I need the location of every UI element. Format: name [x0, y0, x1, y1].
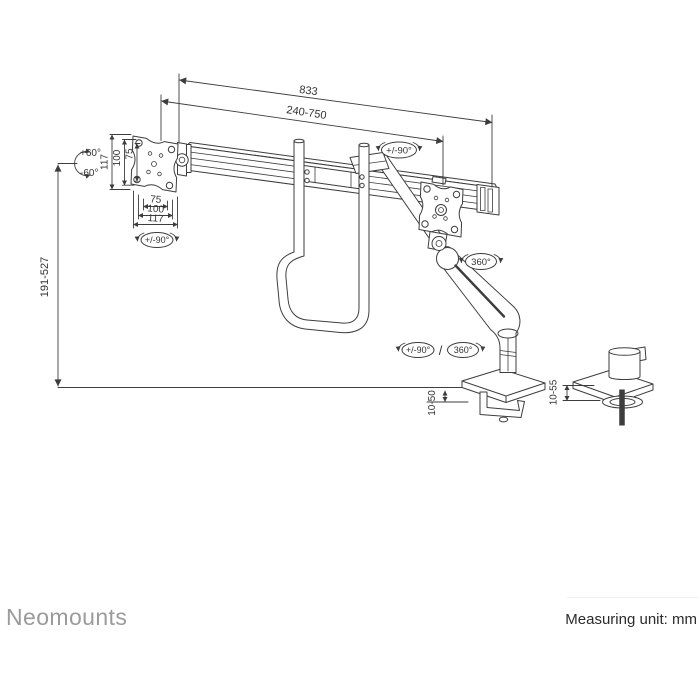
dim-clamp-thickness: 10-50: [427, 390, 438, 416]
dim-vesa-v-75: 75: [125, 148, 136, 160]
vesa-rotation-ellipse: [140, 232, 174, 248]
label-crossbar-swivel: +/-90°: [386, 146, 412, 157]
dim-vesa-v-117: 117: [100, 154, 111, 170]
tilt-arc: [74, 148, 91, 179]
right-vesa-plate: [418, 176, 464, 252]
plate-ball-joint: [431, 236, 447, 251]
base-rotation-ellipse: [447, 342, 479, 358]
dim-vesa-v-100: 100: [112, 149, 123, 166]
measuring-unit-label: Measuring unit: mm: [565, 611, 697, 628]
dimension-lines: [54, 73, 601, 403]
left-vesa-plate: [130, 135, 179, 193]
grommet-mount: [572, 346, 654, 426]
crossbar-swivel-ellipse: [381, 141, 417, 159]
left-plate-hinge: [175, 142, 189, 177]
dim-vesa-h-75: 75: [150, 194, 162, 206]
label-base-rotation: 360°: [454, 345, 473, 355]
brand-logo: Neomounts: [6, 604, 128, 630]
label-vesa-rotation: +/-90°: [145, 235, 170, 245]
rotation-labels: [134, 141, 504, 358]
dim-height-range: 191-527: [39, 257, 51, 297]
dim-total-width: 833: [298, 84, 318, 98]
base-swivel-ellipse: [401, 342, 435, 358]
label-tilt-down: -60°: [80, 168, 98, 179]
gas-spring-arm: [431, 236, 521, 373]
label-separator: /: [439, 343, 443, 358]
dim-extension-range: 240-750: [286, 104, 328, 122]
label-arm-swivel: 360°: [471, 257, 491, 268]
label-base-swivel: +/-90°: [406, 345, 431, 355]
arm-elbow-joint: [436, 247, 459, 270]
dimension-texts: 833 240-750 191-527 117 100 75 75 100 11…: [39, 84, 560, 416]
arm-swivel-ellipse: [465, 253, 497, 270]
dim-vesa-h-100: 100: [147, 203, 165, 215]
desk-clamp-base: [461, 368, 546, 423]
dim-vesa-h-117: 117: [147, 213, 164, 225]
dim-grommet-thickness: 10-55: [549, 379, 560, 405]
footer-divider: [567, 597, 698, 598]
label-tilt-up: +60°: [80, 148, 101, 159]
